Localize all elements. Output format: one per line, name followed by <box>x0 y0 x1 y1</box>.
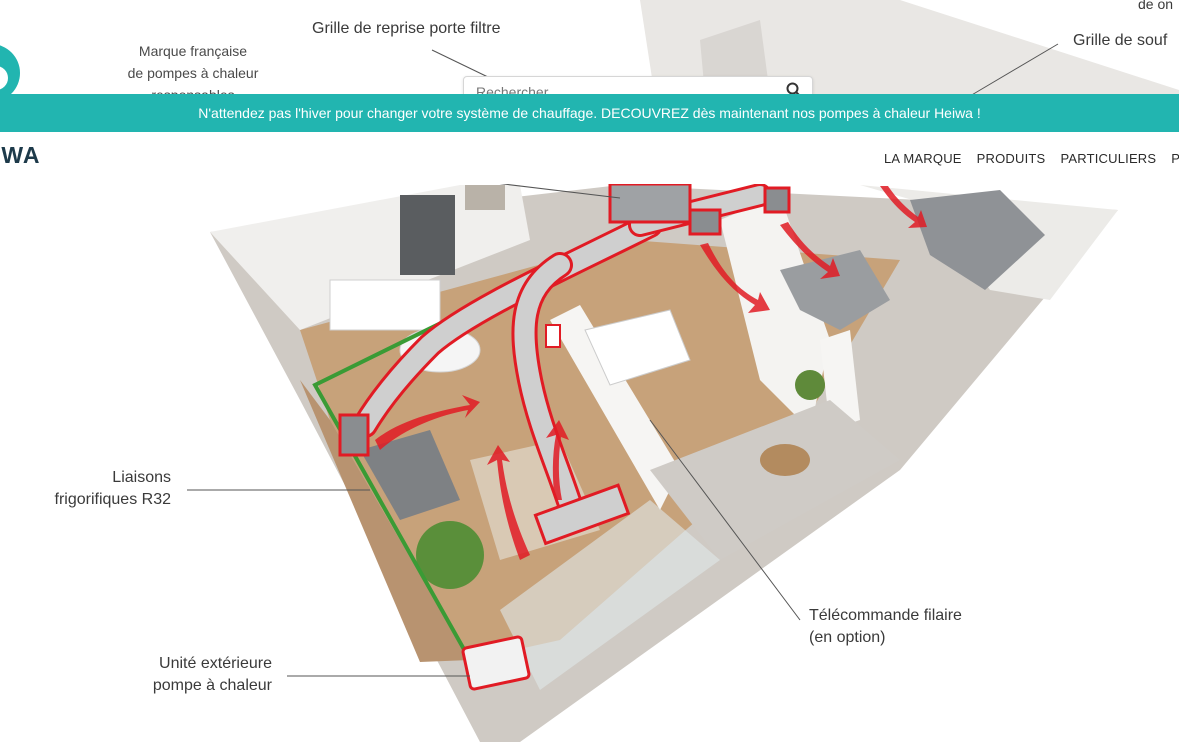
nav-particuliers[interactable]: PARTICULIERS <box>1060 150 1157 166</box>
callout-remote-line-2: (en option) <box>809 629 886 646</box>
callout-outdoor-unit: Unité extérieure pompe à chaleur <box>120 653 272 697</box>
tagline-line-2: de pompes à chaleur <box>127 65 259 81</box>
logo-badge[interactable] <box>0 44 20 102</box>
logo[interactable]: IWA <box>0 142 40 169</box>
balcony <box>650 400 900 560</box>
promo-banner[interactable]: N'attendez pas l'hiver pour changer votr… <box>0 94 1179 132</box>
callout-remote: Télécommande filaire (en option) <box>809 605 962 649</box>
nav-item-cut[interactable]: P <box>1171 150 1179 166</box>
outdoor-unit <box>461 635 531 691</box>
indoor-unit <box>608 182 692 224</box>
callout-refrigerant-line-2: frigorifiques R32 <box>54 491 172 508</box>
nav-produits[interactable]: PRODUITS <box>976 150 1046 166</box>
tagline-line-1: Marque française <box>138 43 248 59</box>
logo-badge-inner <box>0 66 8 90</box>
nav-la-marque[interactable]: LA MARQUE <box>884 150 962 166</box>
callout-top-right: de on <box>1138 0 1174 12</box>
airflow-arrows <box>375 186 927 560</box>
brand-tagline: Marque française de pompes à chaleur res… <box>108 40 278 94</box>
callout-return-grille: Grille de reprise porte filtre <box>312 20 501 37</box>
callout-supply-grille: Grille de souf <box>1073 32 1168 49</box>
navbar: IWA LA MARQUE PRODUITS PARTICULIERS P <box>0 132 1179 184</box>
main-nav: LA MARQUE PRODUITS PARTICULIERS P <box>884 132 1179 184</box>
callout-refrigerant-lines: Liaisons frigorifiques R32 <box>30 467 172 511</box>
callout-refrigerant-line-1: Liaisons <box>112 469 171 486</box>
logo-text: IWA <box>0 142 41 168</box>
tagline-line-3: responsables <box>108 84 278 94</box>
callout-remote-line-1: Télécommande filaire <box>809 607 962 624</box>
callout-outdoor-unit-line-2: pompe à chaleur <box>152 677 272 694</box>
callout-outdoor-unit-line-1: Unité extérieure <box>159 655 272 672</box>
